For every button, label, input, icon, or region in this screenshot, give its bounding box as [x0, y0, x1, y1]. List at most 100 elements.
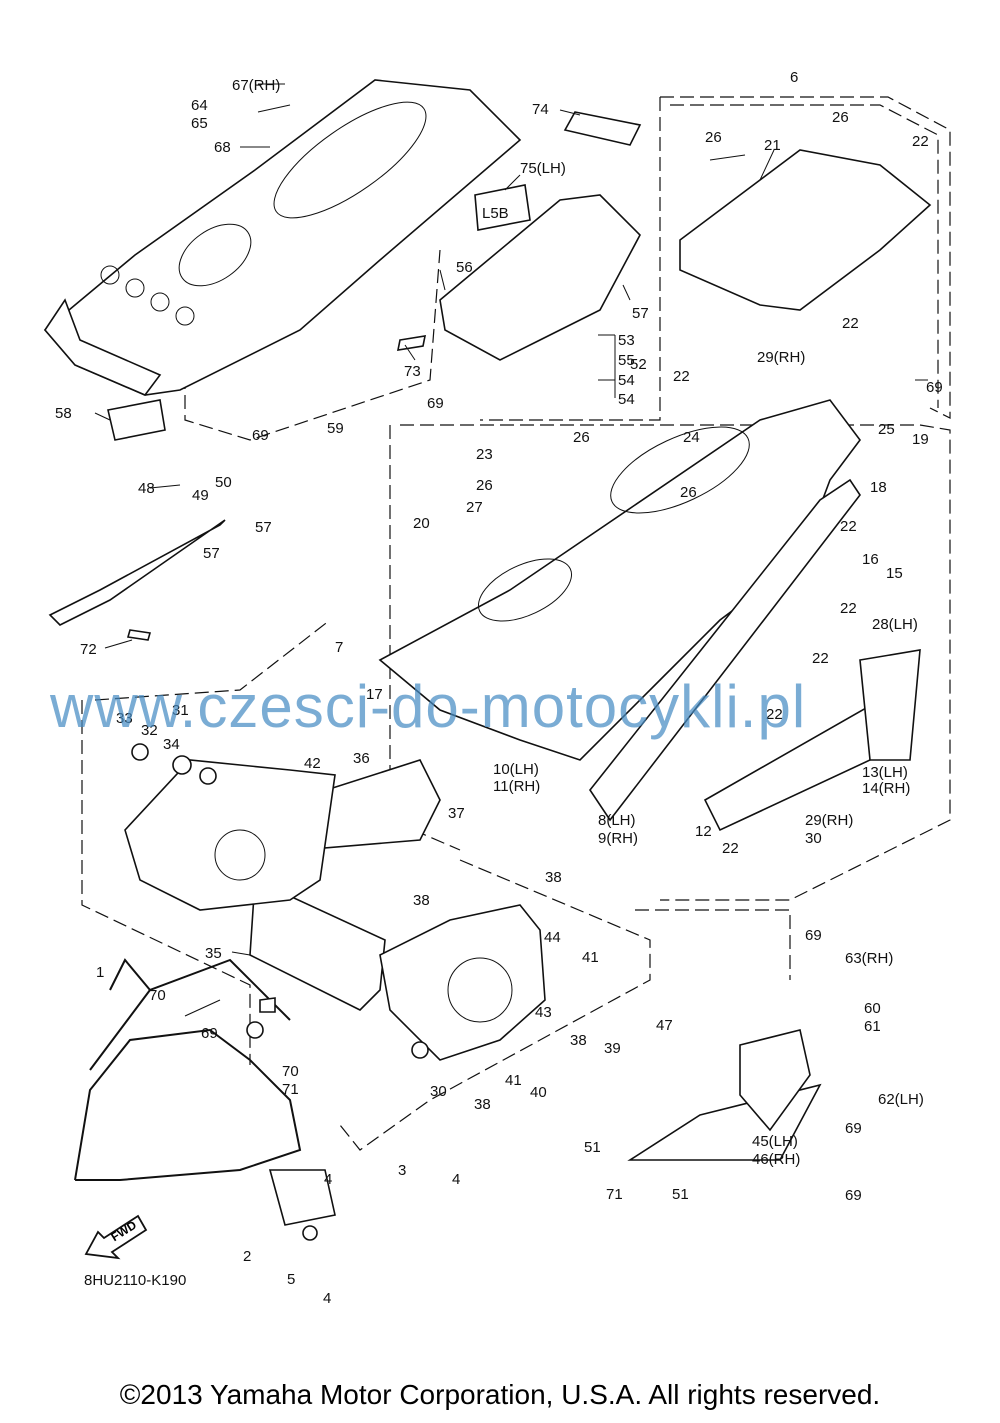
- callout-50: 50: [215, 474, 232, 491]
- callout-73: 69: [845, 1187, 862, 1204]
- callout-33: 32: [141, 722, 158, 739]
- callout-5: 5: [287, 1271, 295, 1288]
- callout-23: 23: [476, 446, 493, 463]
- callout-35: 34: [163, 736, 180, 753]
- callout-22: 22: [812, 650, 829, 667]
- small-parts: [48, 335, 822, 1241]
- callout-72: 71: [606, 1186, 623, 1203]
- heat-exchanger: [249, 759, 441, 1011]
- callout-19: 19: [912, 431, 929, 448]
- callout-56: 55: [618, 352, 635, 369]
- callout-39: 38: [413, 892, 430, 909]
- callout-4: 4: [323, 1290, 331, 1307]
- callout-42: 42: [304, 755, 321, 772]
- decal-text: L5B: [482, 205, 509, 222]
- callout-69: 67(RH): [232, 77, 280, 94]
- callout-34: 33: [116, 710, 133, 727]
- forward-direction-arrow: FWD: [84, 1210, 150, 1267]
- callout-32: 31: [172, 702, 189, 719]
- callout-38: 38: [570, 1032, 587, 1049]
- callout-4: 4: [452, 1171, 460, 1188]
- callout-79: 74: [532, 101, 549, 118]
- callout-76-rh: 71: [282, 1081, 299, 1098]
- callout-60: 58: [55, 405, 72, 422]
- callout-9-rh: 9(RH): [598, 830, 638, 847]
- callout-66-lh: 64: [191, 97, 208, 114]
- callout-26: 26: [573, 429, 590, 446]
- callout-41: 41: [582, 949, 599, 966]
- callout-41: 41: [505, 1072, 522, 1089]
- callout-26: 26: [705, 129, 722, 146]
- callout-58: 57: [255, 519, 272, 536]
- callout-37: 36: [353, 750, 370, 767]
- callout-67-rh: 65: [191, 115, 208, 132]
- callout-38: 38: [474, 1096, 491, 1113]
- callout-26: 26: [476, 477, 493, 494]
- callout-2: 2: [243, 1248, 251, 1265]
- callout-labels: 67(RH) 64 65 68 6 74 75(LH) 26 21 26 22 …: [55, 69, 943, 1307]
- callout-52: 51: [672, 1186, 689, 1203]
- bulkhead-right: [379, 904, 546, 1061]
- rear-cover-panel: [563, 111, 932, 311]
- callout-22: 22: [840, 600, 857, 617]
- callout-22: 22: [840, 518, 857, 535]
- leader-lines: [94, 83, 928, 1017]
- fwd-arrow-icon: [84, 1214, 148, 1260]
- callout-53: 52: [630, 356, 647, 373]
- front-frame: [74, 958, 302, 1181]
- callout-62-lh: 60: [864, 1000, 881, 1017]
- callout-27: 28(LH): [872, 616, 918, 633]
- callout-15: 15: [886, 565, 903, 582]
- copyright-notice: ©2013 Yamaha Motor Corporation, U.S.A. A…: [119, 1379, 881, 1410]
- callout-22: 22: [722, 840, 739, 857]
- callout-21: 21: [764, 137, 781, 154]
- callout-59: 57: [203, 545, 220, 562]
- callout-24: 25: [878, 421, 895, 438]
- callout-25: 27: [466, 499, 483, 516]
- bulkhead-left: [124, 759, 336, 911]
- callout-17: 17: [366, 686, 383, 703]
- callout-23: 24: [683, 429, 700, 446]
- callout-69: 69: [805, 927, 822, 944]
- callout-64: 62(LH): [878, 1091, 924, 1108]
- callout-51: 51: [584, 1139, 601, 1156]
- callout-75-lh: 70: [282, 1063, 299, 1080]
- callout-55: 54: [618, 391, 635, 408]
- callout-71: 70: [149, 987, 166, 1004]
- callout-36: 35: [205, 945, 222, 962]
- callout-22: 22: [842, 315, 859, 332]
- callout-43: 43: [535, 1004, 552, 1021]
- callout-70: 69: [845, 1120, 862, 1137]
- callout-26: 26: [680, 484, 697, 501]
- callout-45-lh: 45(LH): [752, 1133, 798, 1150]
- callout-20: 20: [413, 515, 430, 532]
- callout-74: 69: [926, 379, 943, 396]
- callout-7: 7: [335, 639, 343, 656]
- callout-22: 22: [766, 706, 783, 723]
- callout-38: 38: [545, 869, 562, 886]
- callout-1: 1: [96, 964, 104, 981]
- callout-14-rh: 14(RH): [862, 780, 910, 797]
- callout-10-lh: 10(LH): [493, 761, 539, 778]
- callout-38: 37: [448, 805, 465, 822]
- callout-46-rh: 46(RH): [752, 1151, 800, 1168]
- callout-22: 22: [912, 133, 929, 150]
- callout-4: 4: [324, 1171, 332, 1188]
- callout-69: 69: [427, 395, 444, 412]
- callout-6: 6: [790, 69, 798, 86]
- callout-57: 57: [632, 305, 649, 322]
- callout-49: 49: [192, 487, 209, 504]
- rear-tunnel: [43, 79, 522, 396]
- callout-40: 39: [604, 1040, 621, 1057]
- callout-29-rh: 30: [805, 830, 822, 847]
- callout-3: 3: [398, 1162, 406, 1179]
- callout-68: 69: [201, 1025, 218, 1042]
- watermark: www.czesci-do-motocykli.pl: [50, 673, 807, 740]
- callout-69: 69: [252, 427, 269, 444]
- callout-54: 54: [618, 372, 635, 389]
- callout-65: 63(RH): [845, 950, 893, 967]
- callout-44: 44: [544, 929, 561, 946]
- callout-63-rh: 61: [864, 1018, 881, 1035]
- callout-78: 73: [404, 363, 421, 380]
